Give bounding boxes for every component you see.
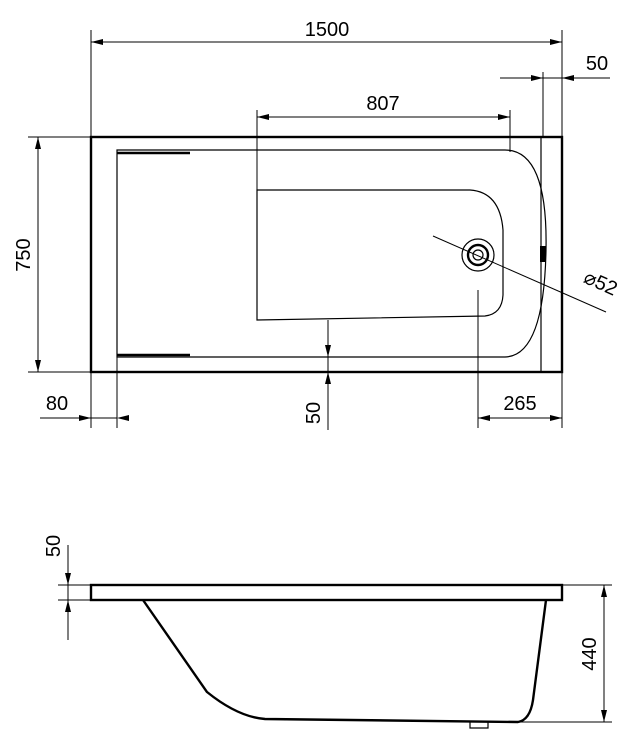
dim-label-drain-diameter: ⌀52	[580, 266, 620, 300]
top-view: 1500 50 807 750 80 50	[13, 19, 621, 430]
side-view: 50 440	[43, 535, 612, 729]
dim-label-length: 1500	[305, 19, 350, 41]
dim-label-rim-right: 50	[586, 53, 608, 75]
drain-icon	[461, 238, 495, 272]
dim-label-drain-offset: 265	[503, 393, 536, 415]
flat-bottom-area	[256, 189, 504, 321]
dim-label-rim-thickness: 50	[43, 535, 65, 557]
overflow-slot	[540, 246, 546, 262]
drain-outlet-side	[469, 722, 489, 729]
tub-body-side	[142, 599, 548, 724]
dim-label-width: 750	[13, 238, 35, 271]
dim-label-depth: 440	[579, 637, 601, 670]
drain-leader-line	[432, 235, 607, 313]
basin-contour	[116, 149, 547, 358]
dim-label-flat-length: 807	[366, 93, 399, 115]
tub-outline-top	[89, 135, 564, 374]
dim-label-rim-bottom: 50	[303, 402, 325, 424]
dim-label-rim-left: 80	[46, 393, 68, 415]
tub-rim-side	[89, 583, 564, 602]
